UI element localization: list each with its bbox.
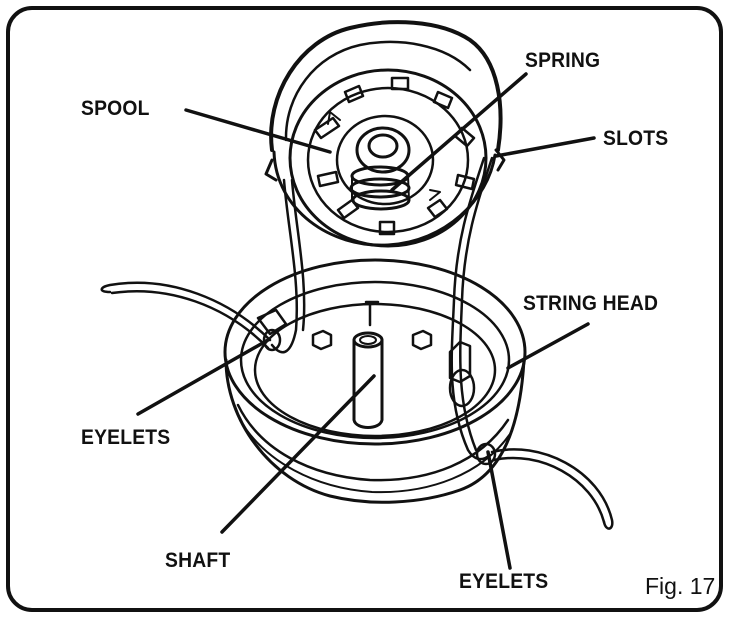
label-eyelets-bottom: EYELETS bbox=[459, 570, 549, 593]
figure-caption: Fig. 17 bbox=[645, 573, 716, 599]
leader-lines bbox=[136, 72, 596, 570]
leader-spool bbox=[184, 108, 332, 154]
label-spool: SPOOL bbox=[81, 97, 150, 120]
leader-eyelets-bottom bbox=[486, 450, 512, 570]
leader-spring bbox=[390, 72, 528, 192]
label-spring: SPRING bbox=[525, 49, 601, 72]
leader-shaft bbox=[220, 374, 376, 534]
figure-frame bbox=[6, 6, 723, 612]
label-string-head: STRING HEAD bbox=[523, 292, 659, 315]
leader-eyelets-left bbox=[136, 338, 270, 416]
leader-slots bbox=[494, 136, 596, 158]
string-head-drawing bbox=[223, 258, 527, 504]
label-shaft: SHAFT bbox=[165, 549, 231, 572]
leader-string-head bbox=[506, 322, 590, 370]
label-eyelets-left: EYELETS bbox=[81, 426, 171, 449]
label-slots: SLOTS bbox=[603, 127, 669, 150]
